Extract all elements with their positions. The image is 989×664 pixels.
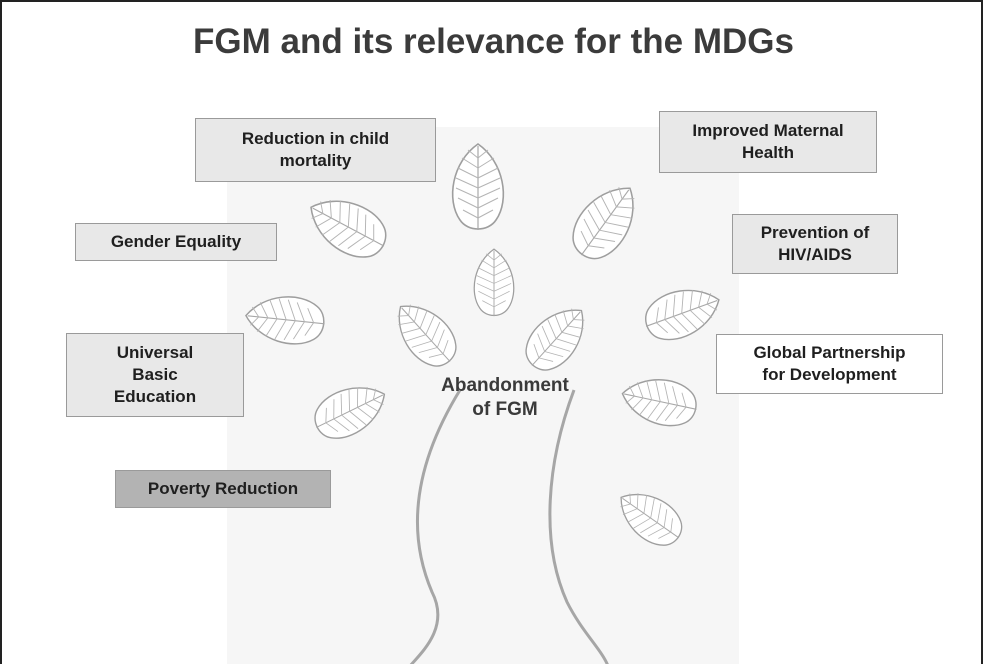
- leaf-icon: [383, 291, 467, 377]
- goal-basic-education: Universal Basic Education: [66, 333, 244, 417]
- goal-global-partnership: Global Partnership for Development: [716, 334, 943, 394]
- leaf-icon: [515, 295, 599, 381]
- trunk-left: [409, 389, 462, 664]
- goal-child-mortality: Reduction in child mortality: [195, 118, 436, 182]
- goal-gender-equality: Gender Equality: [75, 223, 277, 261]
- slide-title: FGM and its relevance for the MDGs: [193, 22, 794, 61]
- trunk-right: [548, 389, 609, 664]
- leaf-icon: [305, 373, 395, 449]
- leaf-icon: [608, 479, 692, 556]
- leaf-icon: [560, 173, 651, 271]
- goal-maternal-health: Improved Maternal Health: [659, 111, 877, 173]
- leaf-icon: [451, 143, 505, 231]
- leaf-icon: [637, 277, 728, 349]
- leaf-icon: [298, 185, 397, 269]
- leaf-icon: [617, 371, 702, 432]
- leaf-icon: [473, 248, 515, 317]
- goal-hiv-aids: Prevention of HIV/AIDS: [732, 214, 898, 274]
- goal-poverty-reduction: Poverty Reduction: [115, 470, 331, 508]
- center-label: Abandonment of FGM: [441, 375, 569, 420]
- leaf-icon: [242, 291, 328, 348]
